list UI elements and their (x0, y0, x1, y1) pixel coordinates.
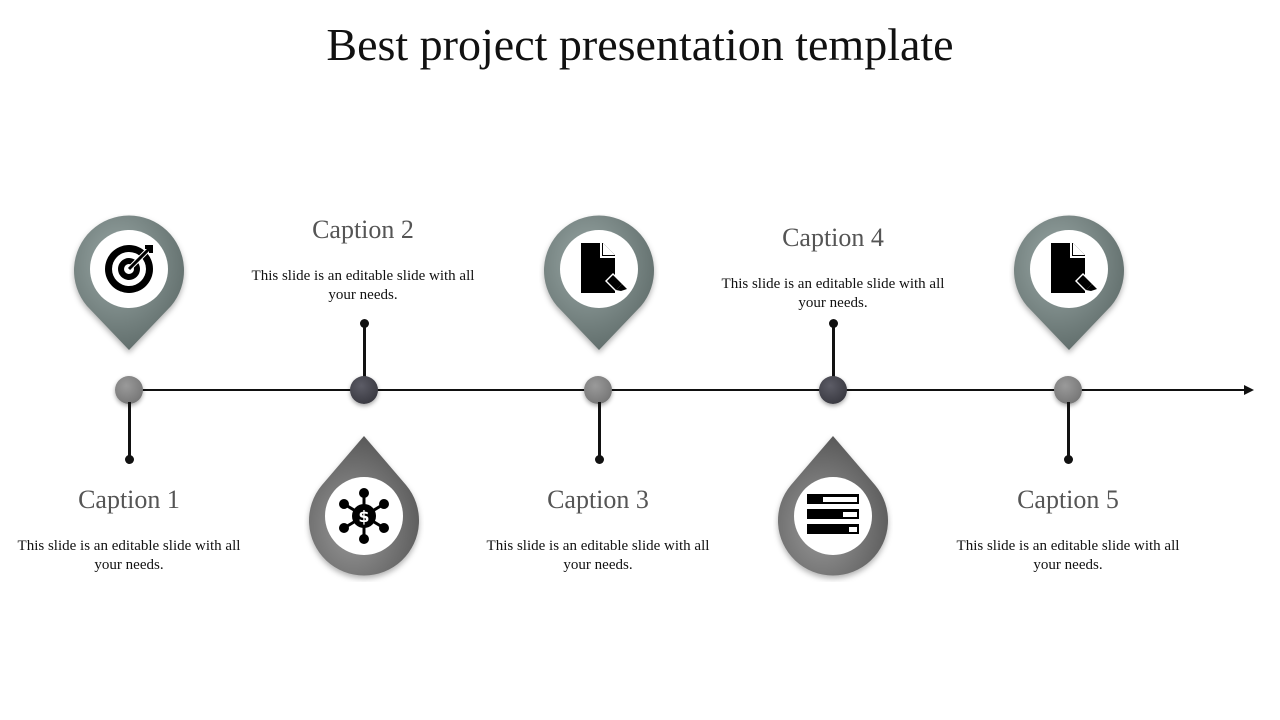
document-edit-icon (559, 229, 639, 309)
timeline-arrow-head (1244, 385, 1254, 395)
milestone-5-stem-dot (1064, 455, 1073, 464)
milestone-4-stem (832, 323, 835, 379)
milestone-5-stem (1067, 402, 1070, 458)
milestone-1-caption: Caption 1 (78, 485, 180, 514)
milestone-3-stem-dot (595, 455, 604, 464)
milestone-3-node (584, 376, 612, 404)
target-icon (89, 229, 169, 309)
milestone-1-stem (128, 402, 131, 458)
milestone-5-node (1054, 376, 1082, 404)
milestone-1-node (115, 376, 143, 404)
milestone-3-stem (598, 402, 601, 458)
slide-title: Best project presentation template (326, 19, 954, 70)
milestone-1-stem-dot (125, 455, 134, 464)
progress-bars-icon (793, 476, 873, 556)
milestone-4-node (819, 376, 847, 404)
milestone-4-text: This slide is an editable slide with all… (721, 276, 945, 311)
milestone-2-caption: Caption 2 (312, 215, 414, 244)
milestone-1-text: This slide is an editable slide with all… (17, 538, 241, 573)
milestone-2-stem (363, 323, 366, 379)
milestone-3-text: This slide is an editable slide with all… (486, 538, 710, 573)
document-edit-icon (1029, 229, 1109, 309)
svg-text:$: $ (358, 507, 369, 526)
milestone-2-text: This slide is an editable slide with all… (251, 268, 475, 303)
milestone-3-pin (539, 214, 659, 364)
milestone-2-pin: $ (304, 432, 424, 582)
milestone-4-caption: Caption 4 (782, 223, 884, 252)
milestone-5-pin (1009, 214, 1129, 364)
milestone-4-pin (773, 432, 893, 582)
milestone-5-caption: Caption 5 (1017, 485, 1119, 514)
money-network-icon: $ (324, 476, 404, 556)
milestone-3-caption: Caption 3 (547, 485, 649, 514)
timeline-line (128, 389, 1246, 391)
milestone-2-node (350, 376, 378, 404)
milestone-5-text: This slide is an editable slide with all… (956, 538, 1180, 573)
milestone-1-pin (69, 214, 189, 364)
